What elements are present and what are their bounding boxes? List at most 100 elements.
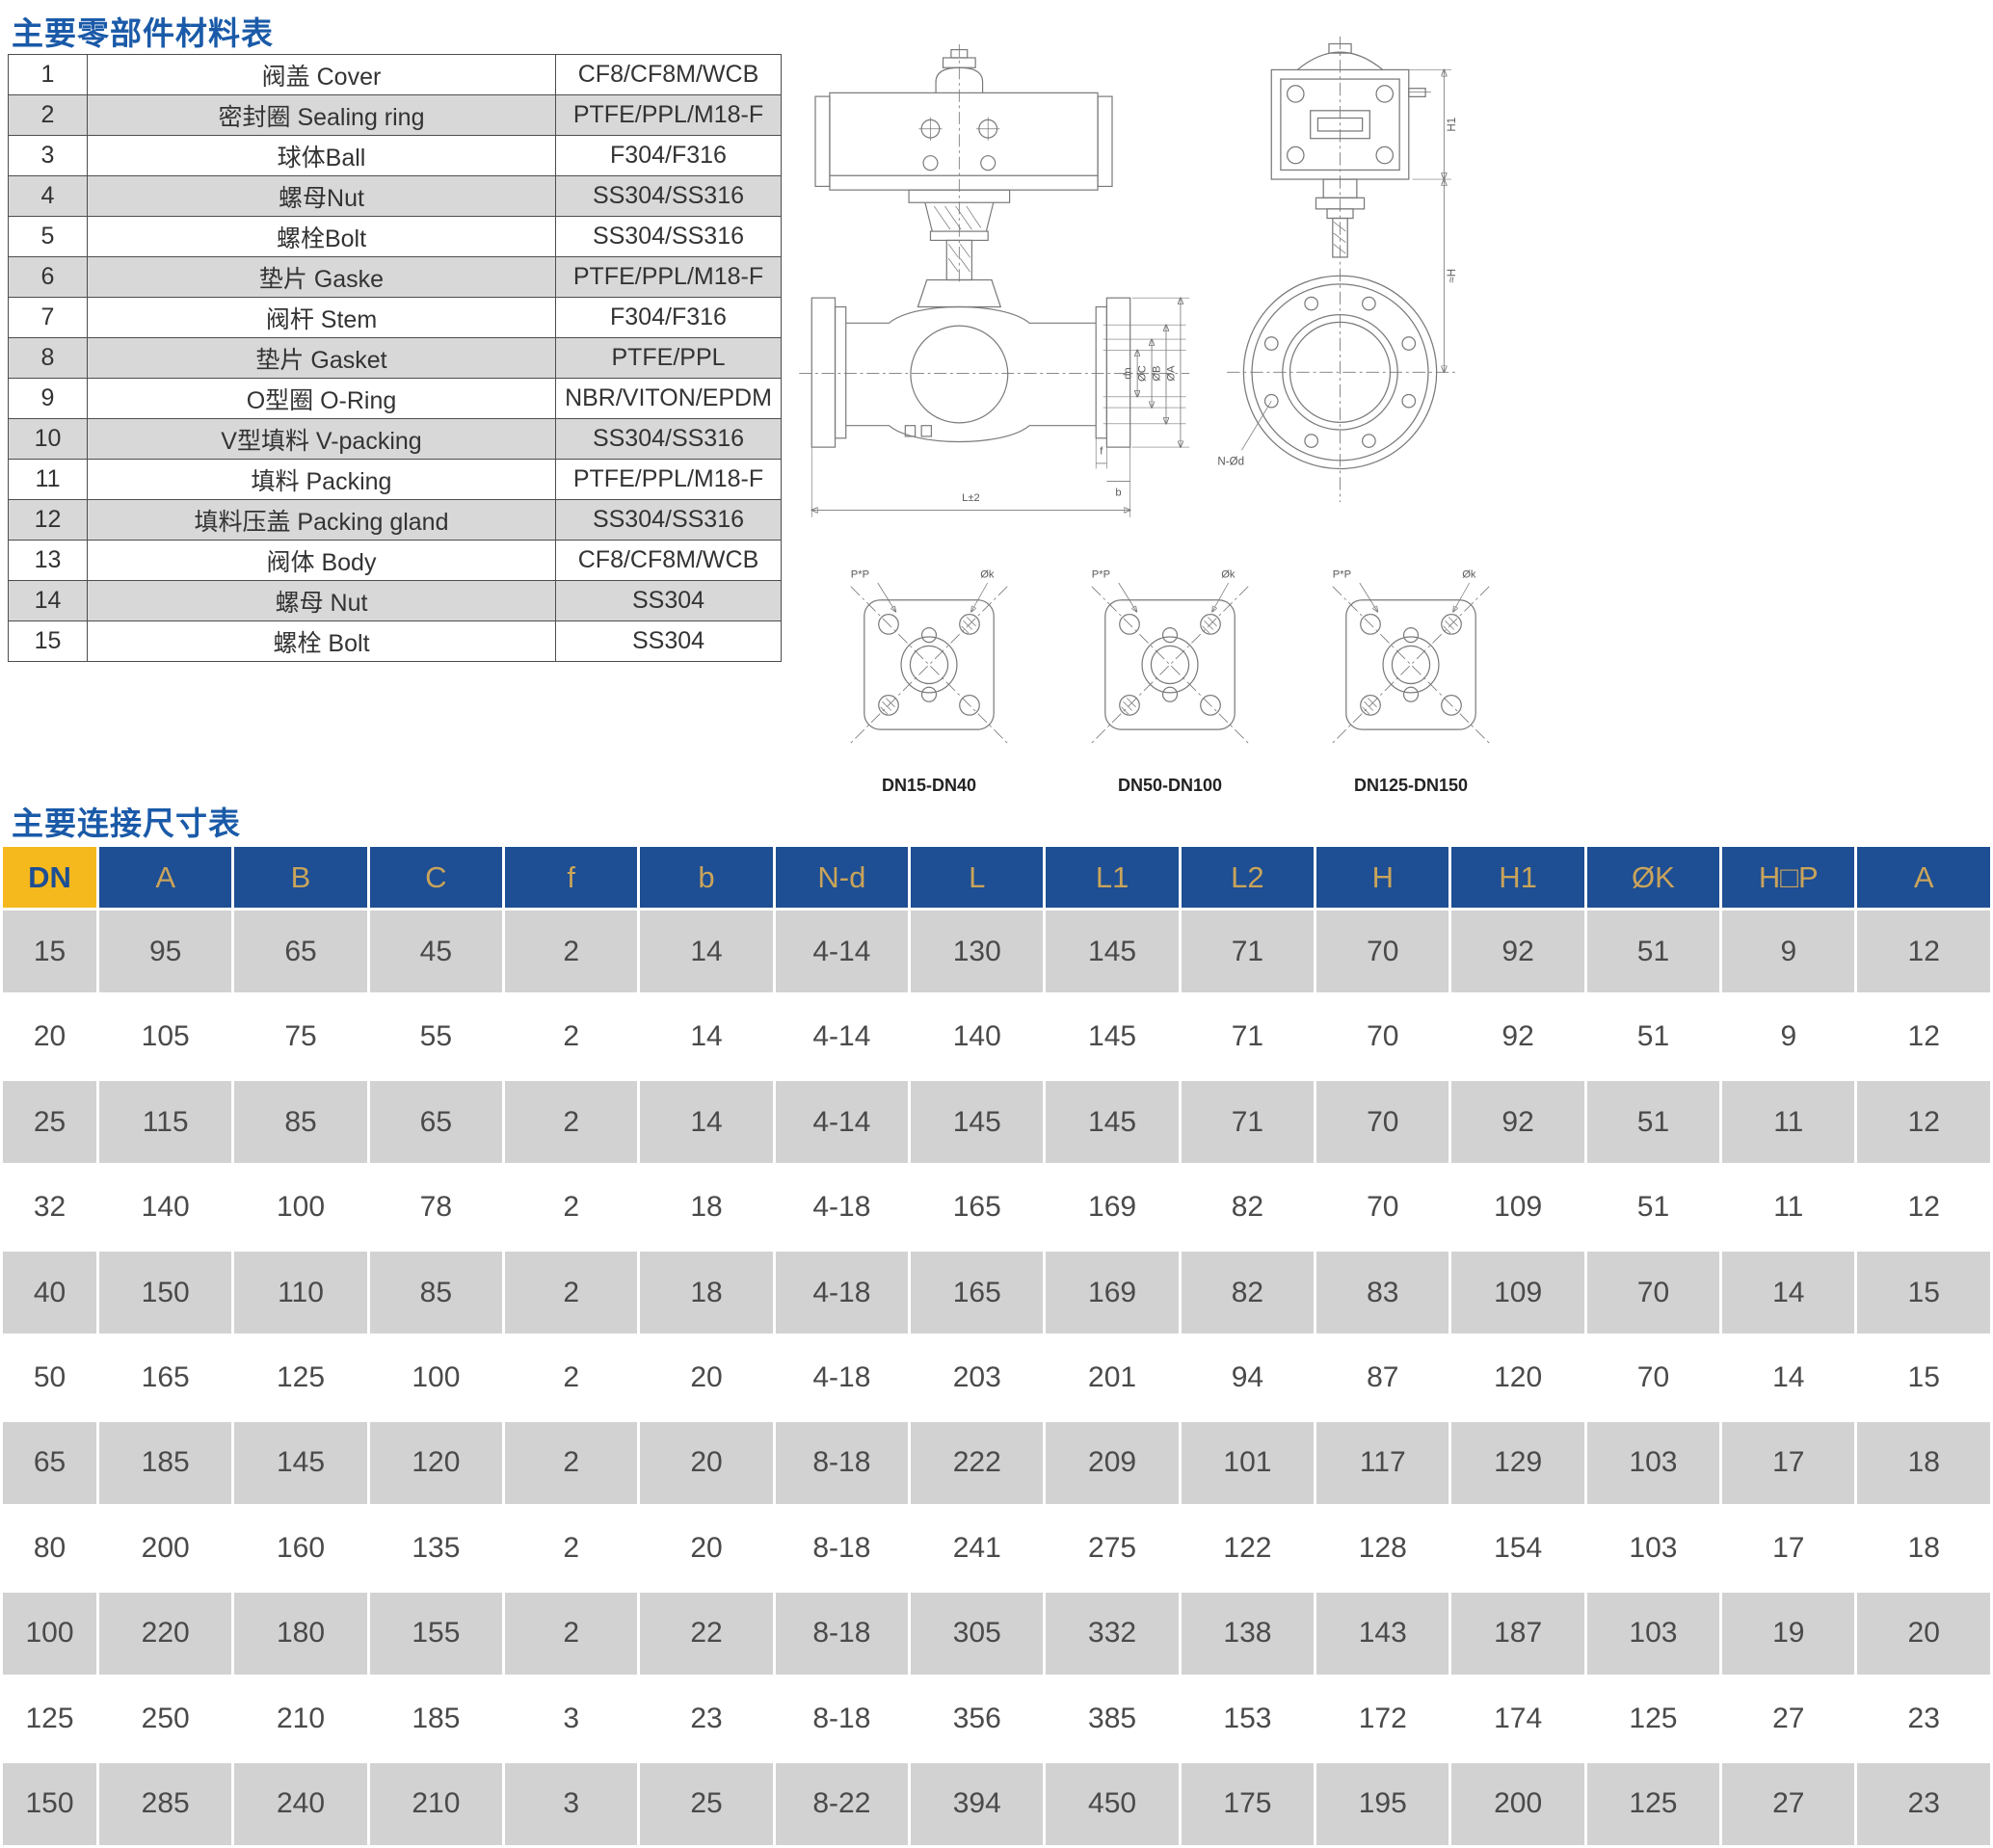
dim-cell: 2 [502,907,641,996]
dim-cell: 23 [637,1675,776,1763]
dim-cell: 275 [1043,1504,1182,1593]
materials-no: 9 [8,378,88,419]
dim-cell: 51 [1583,1077,1723,1167]
dim-cell: 103 [1583,1418,1723,1508]
dim-cell: 103 [1583,1504,1723,1593]
materials-no: 8 [8,337,88,379]
dim-cell: 40 [0,1248,99,1337]
dim-cell: 18 [637,1163,776,1252]
dim-cell: 14 [1719,1248,1858,1337]
dim-header-col-9: L2 [1178,844,1317,911]
dim-cell: 140 [95,1163,235,1252]
dim-cell: 14 [637,1077,776,1167]
dim-header-col-10: H [1314,844,1452,911]
materials-material: SS304/SS316 [555,418,782,460]
dim-cell: 155 [366,1589,506,1678]
materials-part-name: 螺母 Nut [87,580,556,621]
materials-no: 15 [8,620,88,662]
flange-pp-label: P*P [1333,568,1351,580]
dim-cell: 11 [1719,1163,1858,1252]
materials-part-name: 阀盖 Cover [87,54,556,95]
dim-header-col-1: A [95,844,235,911]
dim-cell: 8-18 [772,1504,912,1593]
dim-cell: 4-18 [772,1163,912,1252]
dim-cell: 125 [0,1675,99,1763]
flange-ok-label: Øk [980,568,995,580]
front-view-dimensions: dn ØC ØB ØA L±2 f b [811,298,1190,517]
dim-cell: 85 [366,1248,506,1337]
dim-cell: 105 [95,992,235,1081]
flange-dn-range-caption: DN125-DN150 [1353,776,1469,795]
dim-cell: 14 [1719,1333,1858,1422]
materials-part-name: 垫片 Gasket [87,337,556,379]
dim-cell: 55 [366,992,506,1081]
dim-cell: 78 [366,1163,506,1252]
materials-no: 4 [8,175,88,217]
dim-cell: 100 [231,1163,370,1252]
dim-cell: 11 [1719,1077,1858,1167]
dim-cell: 80 [0,1504,99,1593]
dim-cell: 2 [502,992,641,1081]
flange-pattern-drawing: P*P Øk [1091,568,1249,744]
dim-cell: 200 [1448,1759,1587,1848]
materials-material: SS304/SS316 [555,216,782,257]
dim-cell: 70 [1314,992,1452,1081]
dim-cell: 20 [637,1504,776,1593]
dim-cell: 110 [231,1248,370,1337]
dim-cell: 4-14 [772,992,912,1081]
dim-cell: 165 [908,1163,1047,1252]
dim-cell: 128 [1314,1504,1452,1593]
materials-part-name: 填料压盖 Packing gland [87,499,556,541]
materials-material: PTFE/PPL/M18-F [555,94,782,136]
dim-cell: 17 [1719,1418,1858,1508]
dim-cell: 12 [1854,992,1993,1081]
dim-cell: 51 [1583,1163,1723,1252]
dim-header-col-3: C [366,844,506,911]
dim-cell: 285 [95,1759,235,1848]
dim-cell: 20 [637,1333,776,1422]
dim-cell: 92 [1448,907,1587,996]
dim-cell: 241 [908,1504,1047,1593]
flange-pattern-drawing: P*P Øk [1332,568,1490,744]
dim-cell: 18 [1854,1504,1993,1593]
dim-header-col-0: DN [0,844,99,911]
dim-cell: 92 [1448,992,1587,1081]
dim-cell: 115 [95,1077,235,1167]
materials-part-name: 球体Ball [87,135,556,176]
dim-cell: 154 [1448,1504,1587,1593]
materials-no: 1 [8,54,88,95]
dim-cell: 9 [1719,907,1858,996]
dim-cell: 209 [1043,1418,1182,1508]
dim-cell: 153 [1178,1675,1317,1763]
actuator-front [814,43,1113,282]
dim-cell: 8-22 [772,1759,912,1848]
dim-header-col-2: B [231,844,370,911]
dim-label-f: f [1100,446,1103,458]
dim-cell: 65 [366,1077,506,1167]
dim-cell: 83 [1314,1248,1452,1337]
flange-ok-label: Øk [1462,568,1476,580]
dim-cell: 203 [908,1333,1047,1422]
side-view-dimensions: H1 ≈H N-Ød [1217,69,1458,468]
materials-material: F304/F316 [555,297,782,338]
dim-cell: 356 [908,1675,1047,1763]
dim-cell: 25 [637,1759,776,1848]
materials-part-name: 阀体 Body [87,540,556,581]
dim-cell: 8-18 [772,1418,912,1508]
materials-material: PTFE/PPL/M18-F [555,256,782,298]
dim-cell: 120 [366,1418,506,1508]
materials-no: 11 [8,459,88,500]
dim-header-col-5: b [637,844,776,911]
